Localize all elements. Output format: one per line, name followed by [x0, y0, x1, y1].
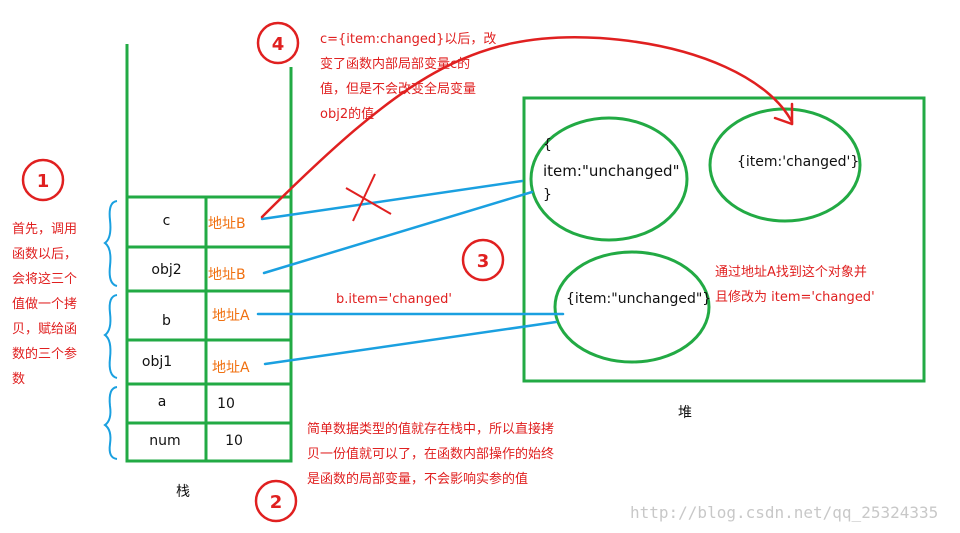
note-1-line: 值做一个拷	[12, 297, 78, 312]
stack-value-a: 10	[217, 396, 235, 412]
note-4-line: c={item:changed}以后，改	[320, 32, 497, 47]
stack-value-num: 10	[225, 433, 243, 449]
stack-value-b: 地址A	[212, 308, 250, 324]
note-3: 通过地址A找到这个对象并 且修改为 item='changed'	[715, 260, 915, 310]
heap-label: 堆	[678, 405, 692, 421]
marker-circle-2	[254, 479, 298, 523]
note-b-item: b.item='changed'	[336, 292, 452, 307]
note-1-line: 会将这三个	[12, 272, 78, 287]
heap-box	[522, 96, 926, 383]
marker-label-4: 4	[272, 34, 285, 55]
ref-obj2-to-top	[262, 190, 534, 275]
stack-name-b: b	[162, 313, 171, 329]
heap-bottom-text: {item:"unchanged"}	[566, 291, 712, 307]
marker-circle-3	[461, 238, 505, 282]
stack-table	[125, 195, 293, 463]
brace-b-obj1	[103, 294, 118, 379]
note-4: c={item:changed}以后，改 变了函数内部局部变量c的 值，但是不会…	[320, 27, 530, 127]
heap-top-close-brace: }	[543, 187, 552, 203]
note-1: 首先，调用 函数以后， 会将这三个 值做一个拷 贝，赋给函 数的三个参 数	[12, 217, 92, 392]
cross-mark	[345, 173, 392, 222]
note-3-line: 且修改为 item='changed'	[715, 290, 875, 305]
arrow-c-to-changed	[260, 36, 794, 219]
brace-a-num	[103, 386, 118, 460]
note-1-line: 数	[12, 372, 26, 387]
note-2-line: 贝一份值就可以了，在函数内部操作的始终	[307, 447, 555, 462]
note-2-line: 是函数的局部变量，不会影响实参的值	[307, 472, 529, 487]
ref-obj1-to-bottom	[263, 320, 558, 366]
note-1-line: 贝，赋给函	[12, 322, 78, 337]
note-1-line: 函数以后，	[12, 247, 78, 262]
marker-label-1: 1	[37, 171, 50, 192]
note-4-line: 值，但是不会改变全局变量	[320, 82, 477, 97]
note-4-line: obj2的值	[320, 107, 375, 122]
stack-frame	[125, 44, 293, 463]
note-4-line: 变了函数内部局部变量c的	[320, 57, 471, 72]
stack-value-obj2: 地址B	[208, 267, 246, 283]
ref-c-to-top	[260, 179, 524, 221]
heap-object-top-unchanged	[529, 116, 689, 242]
stack-name-obj1: obj1	[141, 354, 173, 370]
stack-value-c: 地址B	[208, 216, 246, 232]
stack-name-obj2: obj2	[151, 262, 182, 278]
brace-c-obj2	[103, 200, 118, 287]
note-2: 简单数据类型的值就存在栈中，所以直接拷 贝一份值就可以了，在函数内部操作的始终 …	[307, 417, 607, 492]
note-2-line: 简单数据类型的值就存在栈中，所以直接拷	[307, 422, 555, 437]
stack-name-a: a	[157, 394, 167, 410]
marker-circle-1	[21, 158, 65, 202]
stack-name-c: c	[162, 213, 171, 229]
note-1-line: 首先，调用	[12, 222, 78, 237]
stack-label: 栈	[176, 484, 190, 500]
stack-value-obj1: 地址A	[212, 360, 250, 376]
note-3-line: 通过地址A找到这个对象并	[715, 265, 867, 280]
heap-changed-text: {item:'changed'}	[737, 154, 860, 170]
heap-top-body: item:"unchanged"	[543, 162, 680, 180]
heap-top-open-brace: {	[543, 137, 552, 153]
marker-label-2: 2	[270, 492, 283, 513]
braces	[103, 200, 118, 460]
marker-circle-4	[256, 21, 300, 65]
stack-name-num: num	[149, 433, 181, 449]
watermark: http://blog.csdn.net/qq_25324335	[630, 503, 939, 522]
note-1-line: 数的三个参	[12, 347, 78, 362]
heap-object-bottom-unchanged	[553, 250, 711, 364]
marker-label-3: 3	[477, 251, 490, 272]
